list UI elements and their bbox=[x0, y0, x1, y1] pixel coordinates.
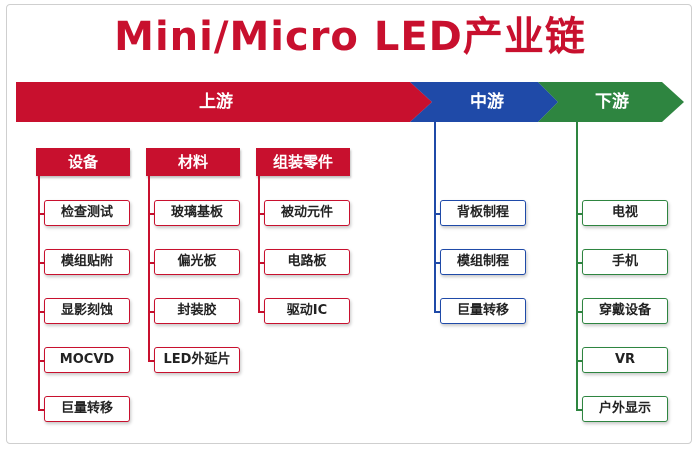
connector-tick bbox=[148, 360, 156, 362]
item-equipment-4: MOCVD bbox=[44, 347, 130, 373]
connector-tick bbox=[434, 311, 442, 313]
diagram-title: Mini/Micro LED产业链 bbox=[114, 14, 586, 60]
item-midstream-2: 模组制程 bbox=[440, 249, 526, 275]
item-components-2: 电路板 bbox=[264, 249, 350, 275]
item-midstream-3: 巨量转移 bbox=[440, 298, 526, 324]
item-equipment-1: 检查测试 bbox=[44, 200, 130, 226]
connector-tick bbox=[576, 213, 584, 215]
item-equipment-2: 模组贴附 bbox=[44, 249, 130, 275]
connector-tick bbox=[576, 409, 584, 411]
connector-tick bbox=[38, 262, 46, 264]
connector-materials bbox=[148, 176, 150, 361]
connector-tick bbox=[38, 409, 46, 411]
group-header-equipment: 设备 bbox=[36, 148, 130, 176]
connector-downstream bbox=[576, 122, 578, 410]
item-materials-4: LED外延片 bbox=[154, 347, 240, 373]
group-header-materials: 材料 bbox=[146, 148, 240, 176]
connector-tick bbox=[148, 262, 156, 264]
connector-tick bbox=[434, 262, 442, 264]
connector-tick bbox=[38, 213, 46, 215]
item-downstream-4: VR bbox=[582, 347, 668, 373]
item-midstream-1: 背板制程 bbox=[440, 200, 526, 226]
item-components-3: 驱动IC bbox=[264, 298, 350, 324]
item-downstream-1: 电视 bbox=[582, 200, 668, 226]
stage-label-midstream: 中游 bbox=[470, 92, 504, 112]
item-downstream-5: 户外显示 bbox=[582, 396, 668, 422]
group-header-components: 组装零件 bbox=[256, 148, 350, 176]
item-equipment-3: 显影刻蚀 bbox=[44, 298, 130, 324]
item-materials-1: 玻璃基板 bbox=[154, 200, 240, 226]
item-downstream-2: 手机 bbox=[582, 249, 668, 275]
stage-label-upstream: 上游 bbox=[199, 92, 233, 112]
connector-tick bbox=[258, 262, 266, 264]
connector-tick bbox=[576, 311, 584, 313]
item-materials-2: 偏光板 bbox=[154, 249, 240, 275]
connector-tick bbox=[576, 262, 584, 264]
upstream-arrow bbox=[16, 82, 432, 122]
connector-midstream bbox=[434, 122, 436, 313]
item-downstream-3: 穿戴设备 bbox=[582, 298, 668, 324]
connector-tick bbox=[148, 213, 156, 215]
connector-components bbox=[258, 176, 260, 312]
connector-tick bbox=[148, 311, 156, 313]
connector-tick bbox=[258, 213, 266, 215]
midstream-arrow bbox=[410, 82, 558, 122]
connector-tick bbox=[38, 311, 46, 313]
downstream-arrow bbox=[538, 82, 684, 122]
connector-tick bbox=[38, 360, 46, 362]
item-materials-3: 封装胶 bbox=[154, 298, 240, 324]
item-equipment-5: 巨量转移 bbox=[44, 396, 130, 422]
connector-tick bbox=[434, 213, 442, 215]
connector-tick bbox=[576, 360, 584, 362]
connector-equipment bbox=[38, 176, 40, 410]
stage-label-downstream: 下游 bbox=[595, 92, 629, 112]
connector-tick bbox=[258, 311, 266, 313]
item-components-1: 被动元件 bbox=[264, 200, 350, 226]
